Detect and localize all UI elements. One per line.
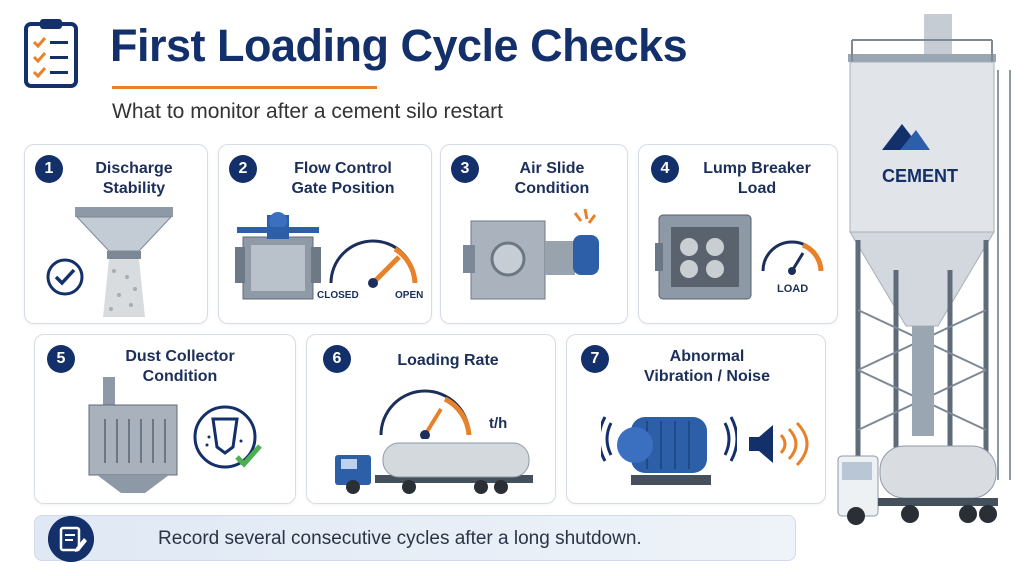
card-discharge-stability: 1 Discharge Stability	[24, 144, 208, 324]
page-subtitle: What to monitor after a cement silo rest…	[112, 100, 503, 123]
electric-motor-illustration	[601, 416, 737, 485]
card-loading-rate: 6 Loading Rate t/h	[306, 334, 556, 504]
card-title-line2: Gate Position	[291, 180, 395, 197]
card-title-line2: Vibration / Noise	[644, 368, 770, 385]
gauge-icon	[379, 389, 472, 439]
silo-label: CEMENT	[882, 166, 958, 186]
card-abnormal-vibration: 7 Abnormal Vibration / Noise	[566, 334, 826, 504]
card-dust-collector: 5 Dust Collector Condition	[34, 334, 296, 504]
card-title-line2: Condition	[142, 368, 218, 385]
note-pencil-icon	[48, 516, 94, 562]
card-title-line1: Abnormal	[669, 348, 745, 365]
title-underline	[112, 86, 377, 89]
hopper-discharge-illustration	[75, 207, 173, 317]
card-title-line1: Loading Rate	[397, 352, 499, 369]
dust-collector-illustration	[88, 377, 178, 493]
clipboard-checklist-icon	[24, 19, 78, 88]
card-number-badge: 7	[581, 345, 609, 373]
card-flow-control-gate: 2 Flow Control Gate Position CLOSED OPEN	[218, 144, 432, 324]
card-title-line2: Condition	[514, 180, 590, 197]
card-title-line1: Lump Breaker	[703, 160, 811, 177]
loading-rate-unit: t/h	[489, 415, 508, 432]
card-number-badge: 1	[35, 155, 63, 183]
gauge-closed-label: CLOSED	[317, 290, 359, 301]
gauge-load-label: LOAD	[777, 283, 809, 295]
lump-breaker-illustration	[655, 214, 752, 300]
air-slide-blower-illustration	[463, 208, 599, 300]
card-air-slide: 3 Air Slide Condition	[440, 144, 628, 324]
card-number-badge: 5	[47, 345, 75, 373]
page-title: First Loading Cycle Checks	[110, 20, 688, 71]
card-title-line2: Load	[737, 180, 777, 197]
card-number-badge: 6	[323, 345, 351, 373]
gauge-icon	[329, 239, 418, 288]
card-lump-breaker: 4 Lump Breaker Load LOAD	[638, 144, 838, 324]
gauge-open-label: OPEN	[395, 290, 424, 301]
speaker-icon	[749, 421, 809, 467]
card-title-line1: Dust Collector	[125, 348, 235, 365]
card-title-line1: Discharge	[95, 160, 173, 177]
footer-note	[34, 515, 796, 561]
cement-tanker-truck-illustration	[335, 442, 533, 494]
card-title-line1: Air Slide	[519, 160, 585, 177]
filter-check-icon	[193, 405, 262, 469]
card-title-line2: Stability	[102, 180, 166, 197]
gauge-icon	[761, 240, 824, 275]
card-title-line1: Flow Control	[294, 160, 392, 177]
gate-valve-illustration	[235, 212, 321, 300]
card-number-badge: 3	[451, 155, 479, 183]
card-number-badge: 2	[229, 155, 257, 183]
footer-text: Record several consecutive cycles after …	[158, 528, 642, 549]
card-number-badge: 4	[651, 155, 679, 183]
checkmark-icon	[46, 258, 84, 296]
cement-silo-illustration: CEMENT	[837, 14, 1011, 525]
